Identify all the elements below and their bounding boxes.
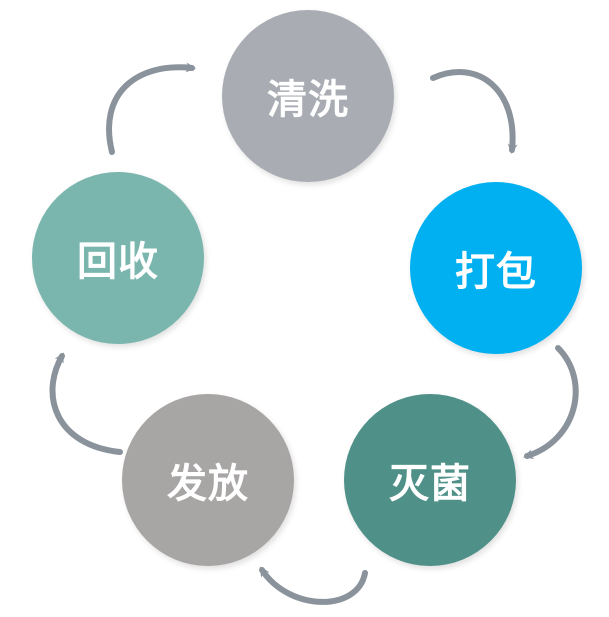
stage-pack: 打包 bbox=[410, 182, 582, 354]
arrow-pack-to-sterilize bbox=[523, 345, 579, 459]
stage-recycle-label: 回收 bbox=[77, 239, 159, 285]
stage-sterilize: 灭菌 bbox=[344, 394, 516, 566]
stage-sterilize-label: 灭菌 bbox=[389, 461, 471, 507]
stage-pack-label: 打包 bbox=[455, 249, 537, 295]
stage-distribute: 发放 bbox=[122, 394, 294, 566]
arrow-distribute-to-recycle bbox=[49, 352, 123, 455]
stage-recycle: 回收 bbox=[32, 172, 204, 344]
stage-wash: 清洗 bbox=[222, 10, 394, 182]
arrow-recycle-to-wash bbox=[106, 62, 196, 155]
stage-distribute-label: 发放 bbox=[167, 461, 249, 507]
arrow-sterilize-to-distribute bbox=[259, 566, 368, 605]
stage-wash-label: 清洗 bbox=[267, 77, 349, 123]
arrow-wash-to-pack bbox=[430, 69, 518, 154]
